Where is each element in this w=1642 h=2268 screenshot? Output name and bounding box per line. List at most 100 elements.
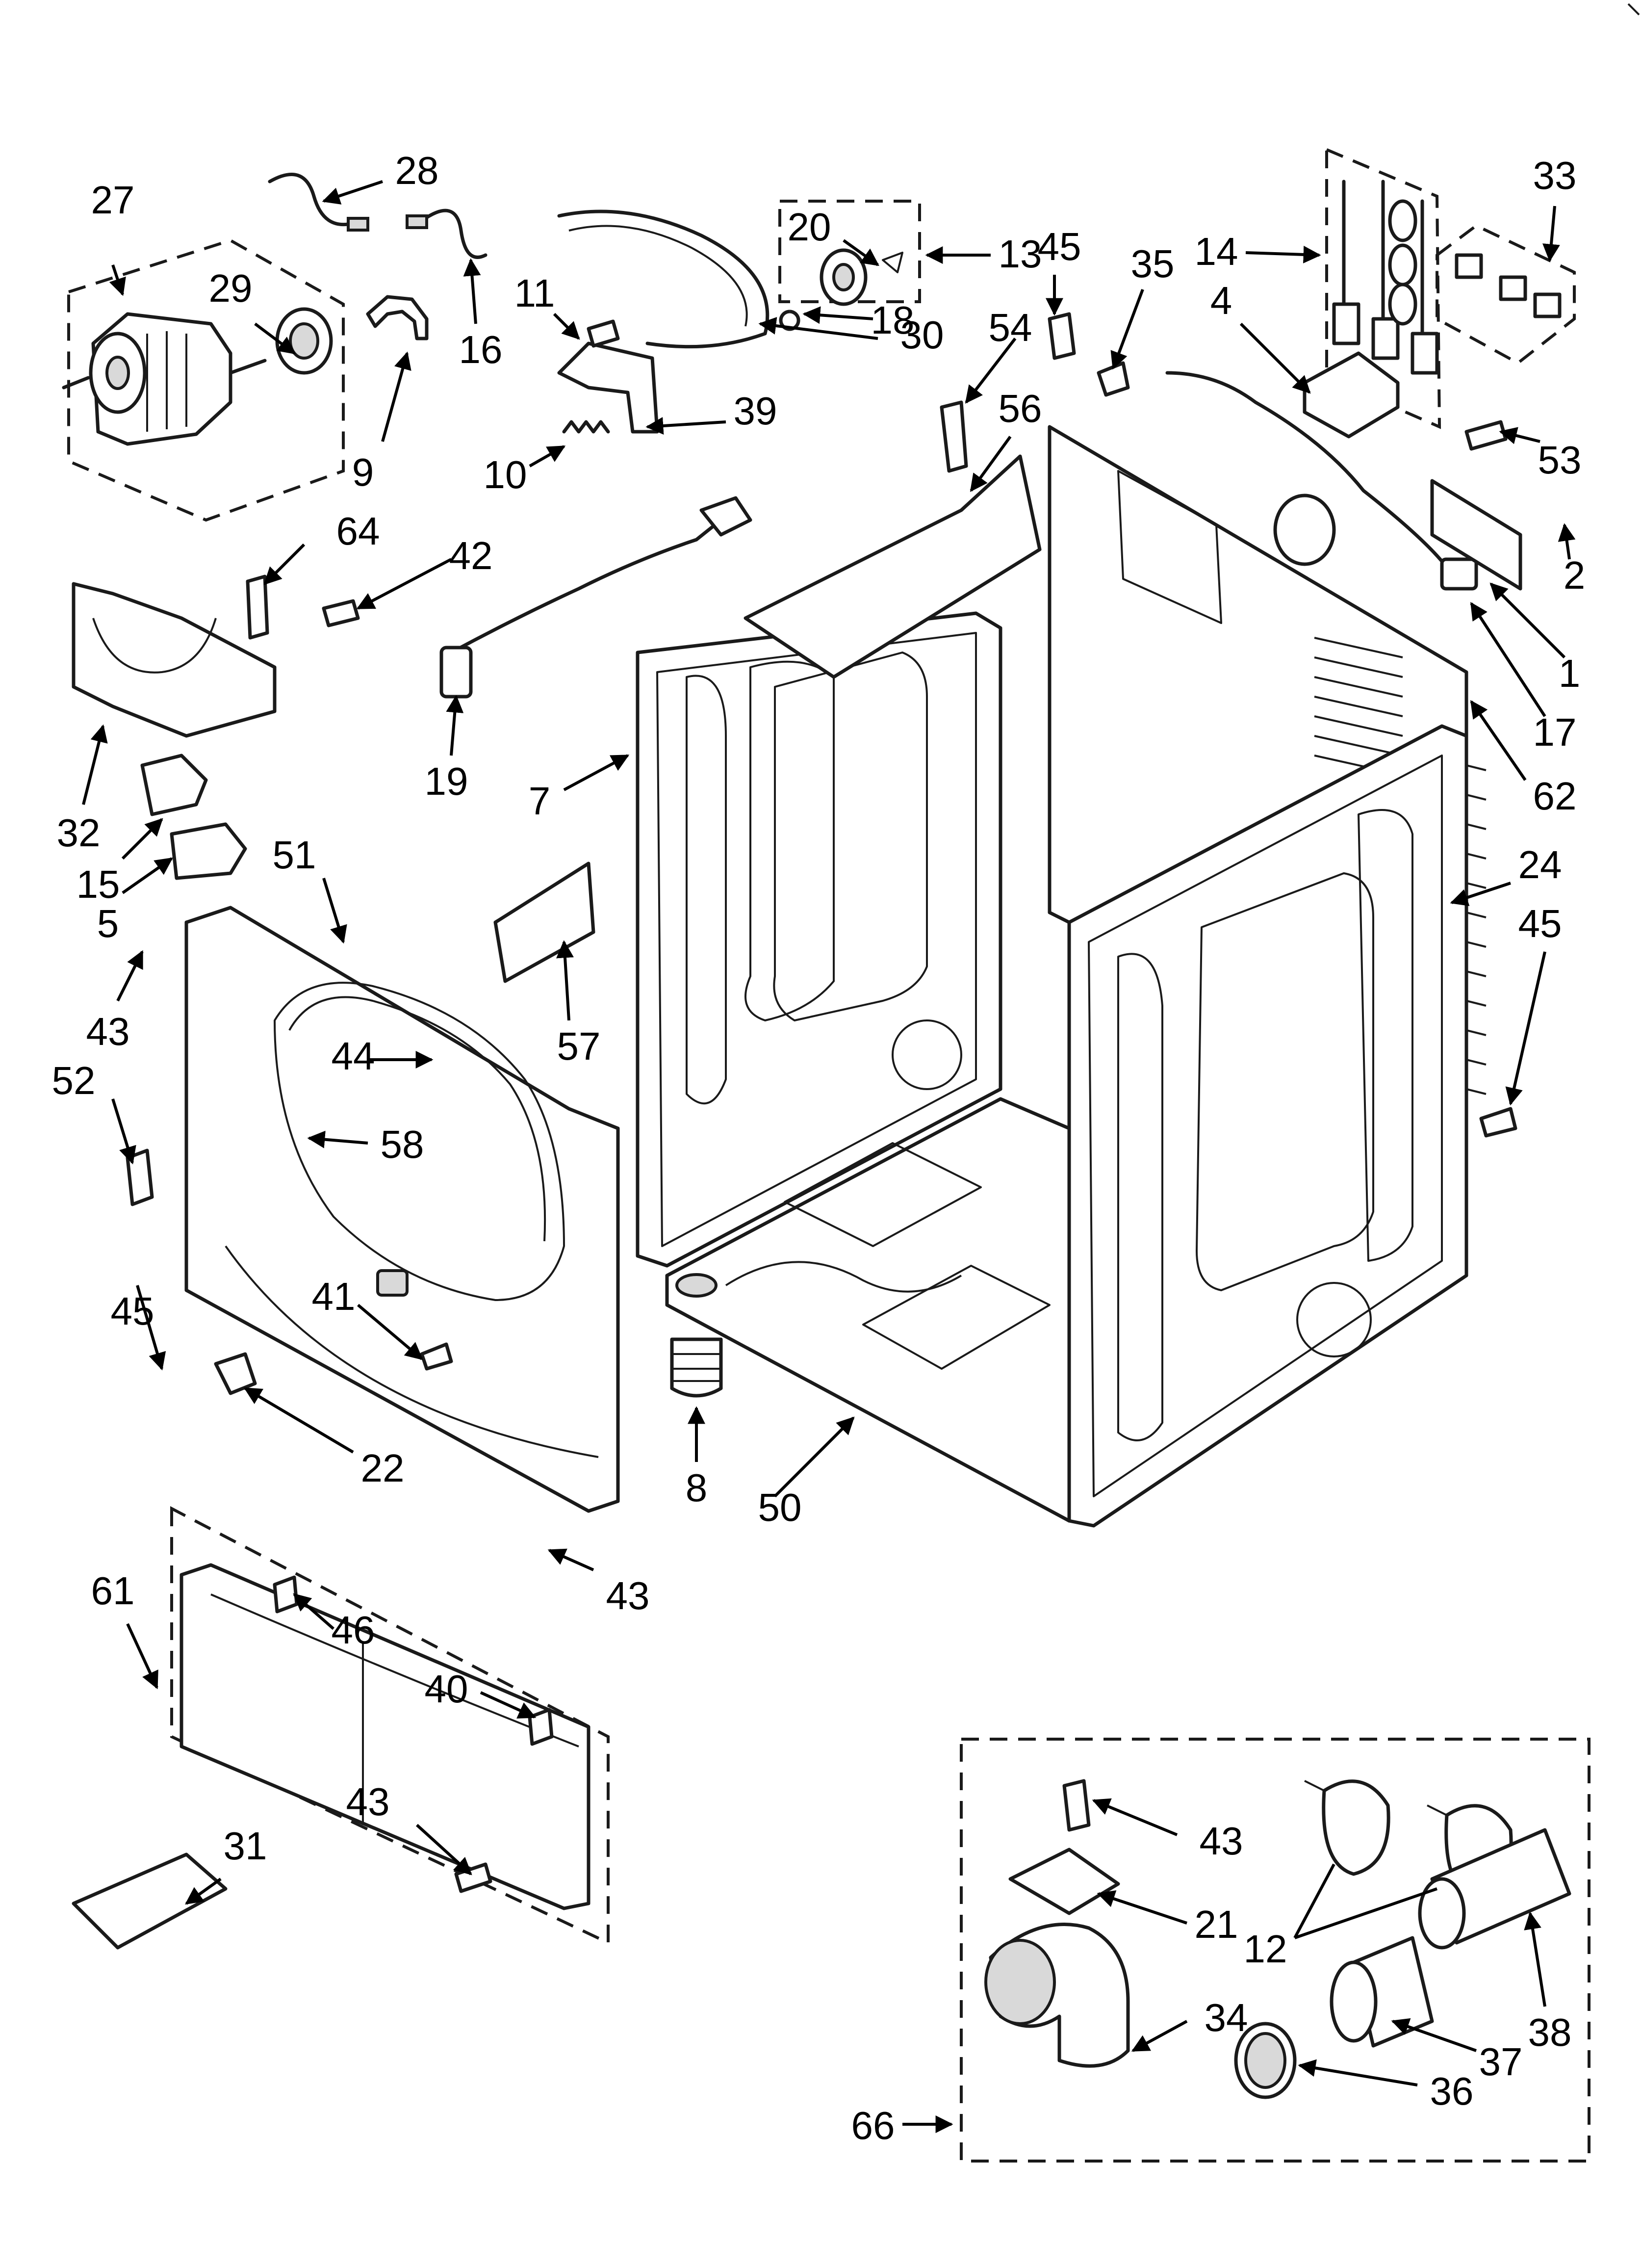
callout-9: 9	[352, 450, 374, 494]
leader-52	[111, 1098, 136, 1165]
leader-43b	[547, 1548, 594, 1571]
callout-18: 18	[871, 298, 915, 342]
leader-12a	[1293, 1863, 1335, 1939]
motor-switch	[140, 754, 208, 816]
power-cord	[1165, 371, 1454, 576]
callout-44: 44	[332, 1034, 375, 1078]
callout-45c: 45	[111, 1289, 154, 1333]
bracket-screw-54	[940, 400, 968, 473]
idler-screw	[587, 319, 620, 348]
callout-34: 34	[1205, 1996, 1248, 2039]
leader-28	[322, 180, 383, 205]
idler-pulley	[820, 248, 868, 306]
callout-7: 7	[529, 779, 551, 823]
callout-29: 29	[209, 266, 253, 310]
callout-28: 28	[395, 149, 439, 192]
callout-66: 66	[851, 2104, 895, 2147]
side-panel-left-rib-a	[686, 675, 727, 1105]
mount-screw-42	[322, 599, 360, 627]
rear-panel-louvres	[1314, 637, 1403, 776]
leader-22	[243, 1387, 354, 1454]
callout-31: 31	[224, 1824, 267, 1868]
power-cord-plug	[1440, 557, 1478, 591]
drive-motor	[62, 312, 267, 446]
leader-40	[480, 1691, 537, 1719]
callout-14: 14	[1195, 230, 1238, 273]
leader-5	[122, 857, 173, 894]
motor-assembly-boundary	[67, 238, 345, 522]
callout-54: 54	[989, 306, 1032, 349]
leader-41	[357, 1303, 423, 1360]
vent-kit-boundary	[960, 1738, 1591, 2163]
callout-45a: 45	[1038, 225, 1081, 268]
callout-50: 50	[758, 1486, 802, 1529]
callout-5: 5	[97, 902, 119, 945]
fuse-clips	[1455, 253, 1562, 318]
leader-45c	[136, 1285, 166, 1371]
leader-50	[773, 1416, 855, 1498]
callout-27: 27	[91, 178, 135, 222]
leader-45b	[1505, 951, 1546, 1106]
callout-58: 58	[381, 1122, 424, 1166]
callout-42: 42	[449, 534, 493, 577]
idler-washer	[779, 310, 800, 331]
callout-16: 16	[459, 328, 503, 371]
callout-43b: 43	[606, 1574, 650, 1617]
door-switch-22	[214, 1352, 257, 1395]
callout-8: 8	[686, 1466, 708, 1510]
callout-37: 37	[1479, 2040, 1523, 2084]
vent-pipe-38	[1418, 1828, 1571, 1950]
idler-clip	[882, 252, 903, 273]
leader-27	[109, 264, 126, 296]
vent-cap-left	[1304, 1779, 1390, 1876]
motor-mount-cradle	[92, 618, 217, 674]
drive-belt-inner	[568, 225, 748, 327]
front-screw-41	[420, 1342, 453, 1371]
side-panel-right-rib-a	[1117, 953, 1163, 1441]
callout-17: 17	[1533, 710, 1577, 754]
callout-21: 21	[1195, 1903, 1238, 1946]
callout-57: 57	[557, 1024, 601, 1068]
callout-19: 19	[425, 759, 468, 803]
leader-20	[843, 239, 879, 266]
callout-38: 38	[1528, 2010, 1572, 2054]
callout-43d: 43	[1200, 1819, 1243, 1863]
cord-screw-45	[1048, 312, 1076, 360]
motor-pulley	[275, 307, 333, 375]
harness-clip-28	[347, 217, 369, 232]
leader-21	[1097, 1890, 1187, 1925]
leader-43d	[1092, 1798, 1178, 1836]
callout-32: 32	[57, 811, 101, 855]
callout-1: 1	[1559, 652, 1581, 695]
leader-2	[1558, 523, 1576, 560]
toe-panel-screw-43	[454, 1862, 492, 1893]
callout-43a: 43	[86, 1010, 130, 1053]
leader-10	[529, 445, 566, 468]
side-panel-right-vents	[1466, 764, 1487, 1095]
leader-62	[1470, 700, 1527, 781]
leader-56	[970, 436, 1012, 492]
lint-plate	[72, 1852, 228, 1950]
callout-56: 56	[999, 387, 1042, 430]
power-cord-loop	[1273, 494, 1336, 566]
drive-belt	[557, 209, 770, 349]
callout-39: 39	[734, 389, 777, 433]
callout-24: 24	[1518, 843, 1562, 886]
base-panel-tracks	[725, 1142, 1051, 1370]
vent-elbow-34	[984, 1923, 1130, 2068]
thermostat-harness	[1332, 180, 1439, 375]
leader-4	[1239, 322, 1311, 394]
terminal-cover-2	[1430, 479, 1522, 591]
base-foot-pad	[675, 1273, 718, 1298]
callout-41: 41	[312, 1275, 356, 1318]
side-panel-right-rib-b	[1358, 809, 1413, 1262]
idler-spring	[562, 420, 610, 434]
callout-40: 40	[425, 1667, 468, 1711]
toe-panel-assembly-boundary	[170, 1506, 610, 1945]
side-panel-left-window	[773, 652, 928, 1021]
leader-35	[1110, 288, 1144, 370]
leader-29	[254, 322, 296, 355]
leader-38	[1524, 1911, 1546, 2007]
motor-mount-bracket	[72, 582, 277, 738]
